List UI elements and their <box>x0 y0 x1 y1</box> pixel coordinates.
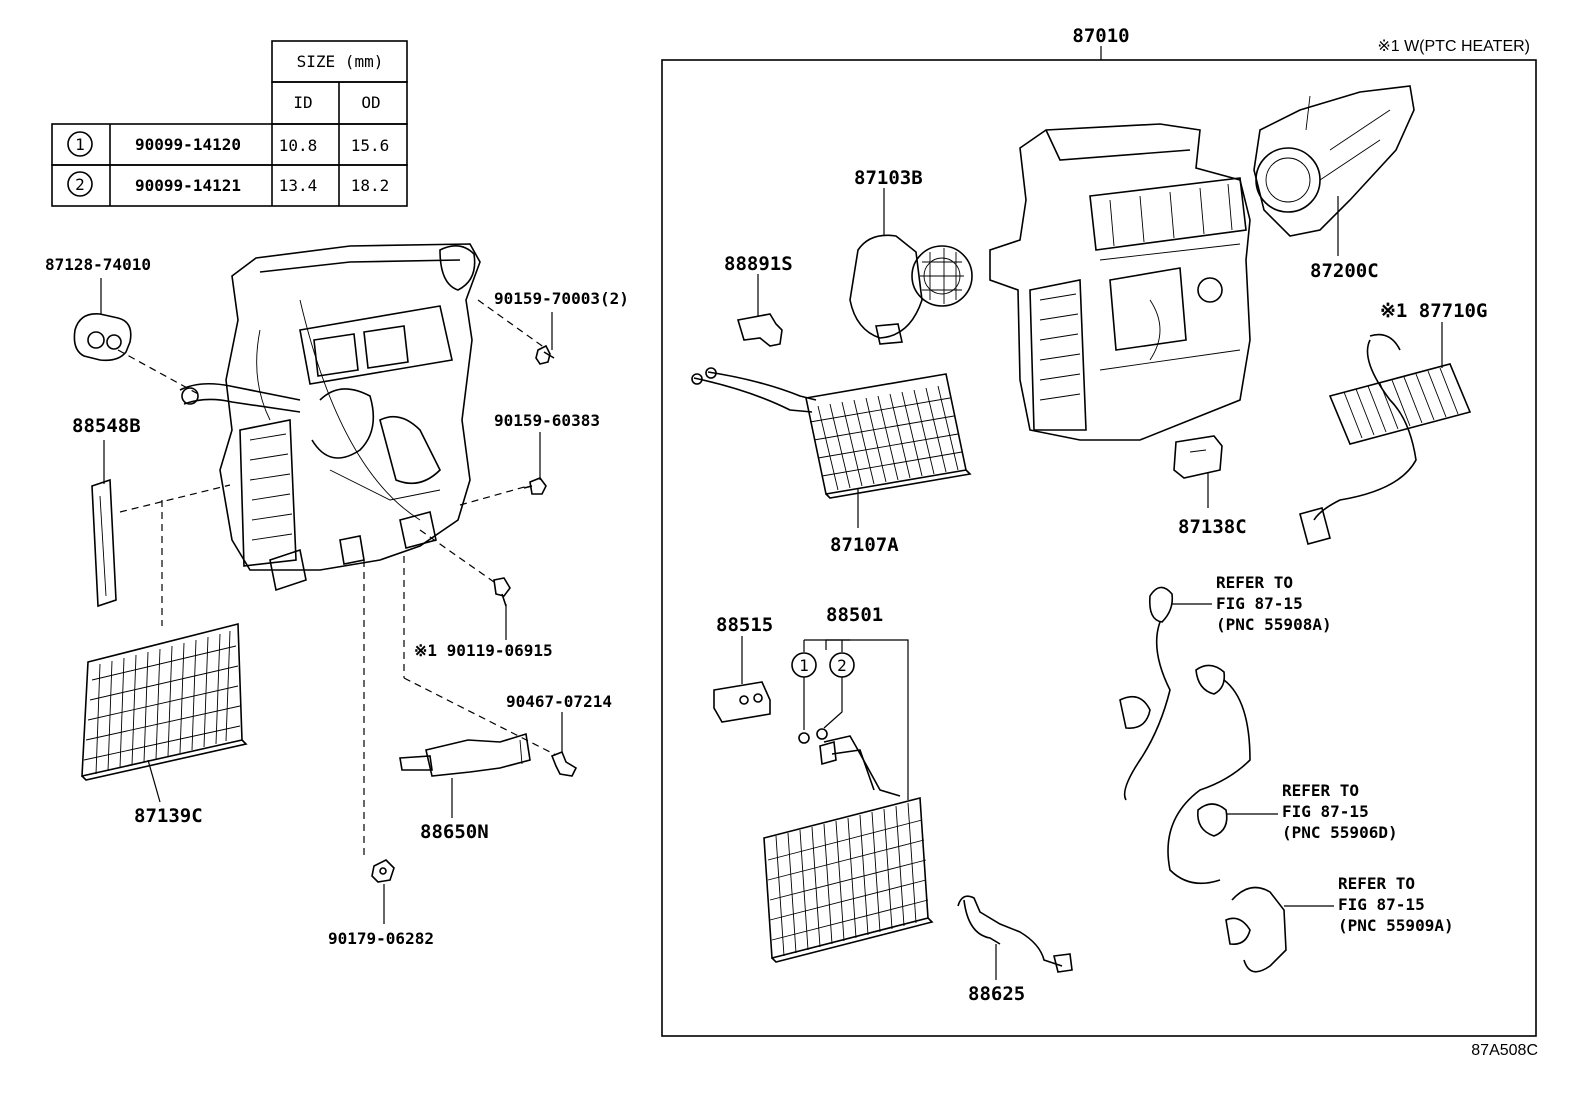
screw-90159-60383-part <box>523 477 547 495</box>
label-87010: 87010 <box>1072 25 1129 47</box>
ref3-line3: (PNC 55909A) <box>1338 916 1454 935</box>
ref2-line2: FIG 87-15 <box>1282 802 1369 821</box>
ref2-line1: REFER TO <box>1282 781 1359 800</box>
assembly-87010-box <box>661 59 1537 1037</box>
label-88625: 88625 <box>968 983 1025 1005</box>
hvac-unit-left-part <box>179 243 481 592</box>
grommet-87128-part <box>73 313 132 362</box>
blower-87103b-part <box>849 234 973 345</box>
row2-part: 90099-14121 <box>135 176 241 195</box>
screw-90159-70003-part <box>535 344 555 365</box>
label-88891s: 88891S <box>724 253 793 275</box>
screw-90119-06915-part <box>493 577 511 607</box>
size-table: SIZE (mm) ID OD 1 90099-14120 10.8 15.6 … <box>51 40 408 207</box>
ref1-line1: REFER TO <box>1216 573 1293 592</box>
clip-88891s-part <box>736 313 783 347</box>
label-87103b: 87103B <box>854 167 923 189</box>
ptc-heater-87710g-part <box>1299 333 1472 545</box>
valve-88515-part <box>713 681 771 723</box>
label-87107a: 87107A <box>830 534 899 556</box>
col-od: OD <box>361 93 380 112</box>
ref3-line1: REFER TO <box>1338 874 1415 893</box>
heater-core-87107a-part <box>691 367 972 499</box>
row1-part: 90099-14120 <box>135 135 241 154</box>
seal-88548b-part <box>91 478 117 608</box>
clip-90467-07214-part <box>550 750 578 777</box>
figure-code: 87A508C <box>1471 1042 1538 1059</box>
label-90159-60383: 90159-60383 <box>494 411 600 430</box>
row2-mark: 2 <box>75 175 85 194</box>
row2-id: 13.4 <box>279 176 318 195</box>
label-90179-06282: 90179-06282 <box>328 929 434 948</box>
o-ring-1-part <box>798 732 810 744</box>
label-87139c: 87139C <box>134 805 203 827</box>
label-88548b: 88548B <box>72 415 141 437</box>
label-88650n: 88650N <box>420 821 489 843</box>
ptc-heater-note: ※1 W(PTC HEATER) <box>1377 38 1530 55</box>
hvac-housing-87010-part <box>989 123 1251 441</box>
col-id: ID <box>293 93 312 112</box>
harness-part <box>1119 586 1287 973</box>
resistor-87138c-part <box>1173 435 1223 479</box>
label-87128-74010: 87128-74010 <box>45 255 151 274</box>
label-87200c: 87200C <box>1310 260 1379 282</box>
ref1-line3: (PNC 55908A) <box>1216 615 1332 634</box>
label-88515: 88515 <box>716 614 773 636</box>
o-ring-2-part <box>816 728 828 740</box>
label-88501-circle1: 1 <box>799 656 809 675</box>
row1-od: 15.6 <box>351 136 390 155</box>
label-90119-06915: ※1 90119-06915 <box>414 641 553 660</box>
label-87710g: ※1 87710G <box>1380 300 1487 322</box>
label-90467-07214: 90467-07214 <box>506 692 612 711</box>
row1-mark: 1 <box>75 135 85 154</box>
case-87200c-part <box>1253 85 1415 237</box>
wire-88625-part <box>957 895 1073 973</box>
row2-od: 18.2 <box>351 176 390 195</box>
size-header: SIZE (mm) <box>297 52 384 71</box>
ref1-line2: FIG 87-15 <box>1216 594 1303 613</box>
nut-90179-06282-part <box>371 859 395 883</box>
ref3-line2: FIG 87-15 <box>1338 895 1425 914</box>
filter-87139c-part <box>81 622 248 781</box>
label-88501: 88501 <box>826 604 883 626</box>
sensor-88650n-part <box>399 732 531 777</box>
label-88501-circle2: 2 <box>837 656 847 675</box>
label-87138c: 87138C <box>1178 516 1247 538</box>
label-90159-70003: 90159-70003(2) <box>494 289 629 308</box>
evaporator-88501-part <box>763 735 934 963</box>
row1-id: 10.8 <box>279 136 318 155</box>
ref2-line3: (PNC 55906D) <box>1282 823 1398 842</box>
